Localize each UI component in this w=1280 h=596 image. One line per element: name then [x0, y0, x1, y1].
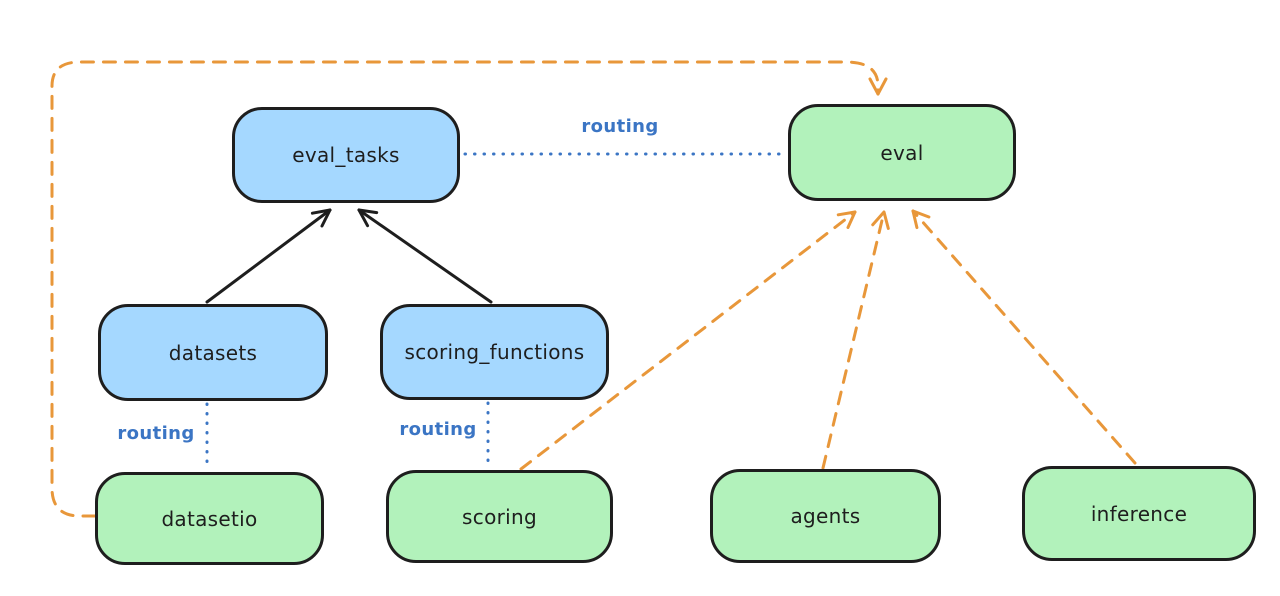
node-datasetio: datasetio — [95, 472, 324, 565]
routing-label-datasets-datasetio: routing — [117, 423, 195, 444]
node-scoring-label: scoring — [462, 504, 537, 529]
node-datasets: datasets — [98, 304, 328, 401]
edge-inference-to-eval — [911, 209, 1137, 465]
edge-scoring-to-eval — [519, 210, 857, 471]
node-eval-tasks-label: eval_tasks — [292, 143, 400, 167]
node-eval: eval — [788, 104, 1016, 201]
node-agents-label: agents — [790, 504, 861, 528]
node-datasetio-label: datasetio — [161, 506, 258, 531]
node-scoring-functions-label: scoring_functions — [404, 340, 585, 364]
edge-agents-to-eval — [821, 210, 890, 470]
node-datasets-label: datasets — [168, 340, 258, 365]
routing-label-scoring-functions-scoring: routing — [399, 419, 477, 440]
node-eval-tasks: eval_tasks — [232, 107, 460, 203]
node-agents: agents — [710, 469, 941, 563]
edge-datasets-to-eval-tasks — [205, 208, 332, 304]
node-inference-label: inference — [1090, 501, 1188, 526]
node-inference: inference — [1022, 466, 1256, 561]
edge-datasetio-to-eval — [50, 60, 888, 518]
node-scoring: scoring — [386, 470, 613, 563]
node-scoring-functions: scoring_functions — [380, 304, 609, 400]
routing-label-eval-tasks-eval: routing — [581, 116, 659, 137]
edge-scoring-functions-to-eval-tasks — [357, 208, 493, 304]
node-eval-label: eval — [880, 140, 924, 165]
